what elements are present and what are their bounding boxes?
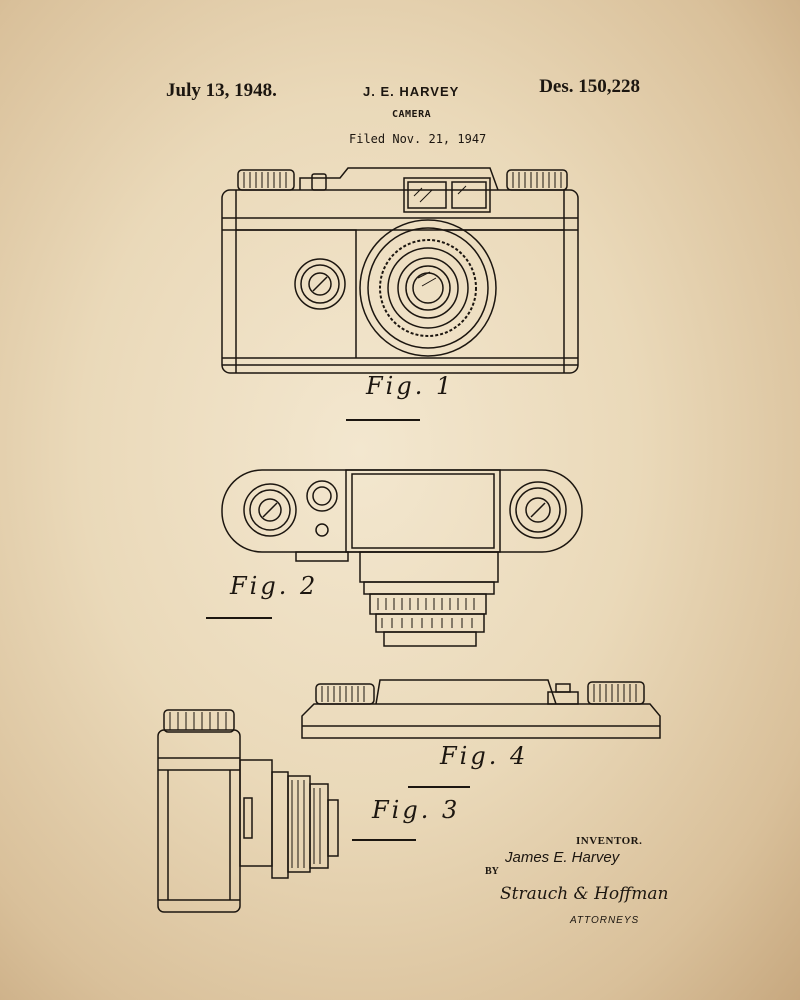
inventor-signature: James E. Harvey — [505, 849, 620, 866]
fig4-bottom-view — [301, 679, 661, 739]
patent-date: July 13, 1948. — [166, 80, 277, 101]
inventor-header: J. E. HARVEY — [363, 84, 460, 99]
inventor-label: INVENTOR. — [576, 835, 643, 847]
by-label: BY — [485, 866, 499, 877]
fig1-label: Fig. 1 — [366, 372, 455, 400]
attorneys-signature: Strauch & Hoffman — [500, 884, 669, 904]
fig4-label: Fig. 4 — [440, 742, 529, 770]
attorneys-label: ATTORNEYS — [570, 915, 640, 926]
fig3-side-view — [157, 709, 339, 913]
fig1-front-view — [221, 167, 579, 374]
patent-number: Des. 150,228 — [539, 76, 640, 97]
fig2-top-view — [221, 469, 583, 647]
filed-date: Filed Nov. 21, 1947 — [349, 132, 487, 146]
fig2-label: Fig. 2 — [230, 572, 319, 600]
patent-subject: CAMERA — [392, 109, 432, 120]
fig3-label: Fig. 3 — [372, 796, 461, 824]
